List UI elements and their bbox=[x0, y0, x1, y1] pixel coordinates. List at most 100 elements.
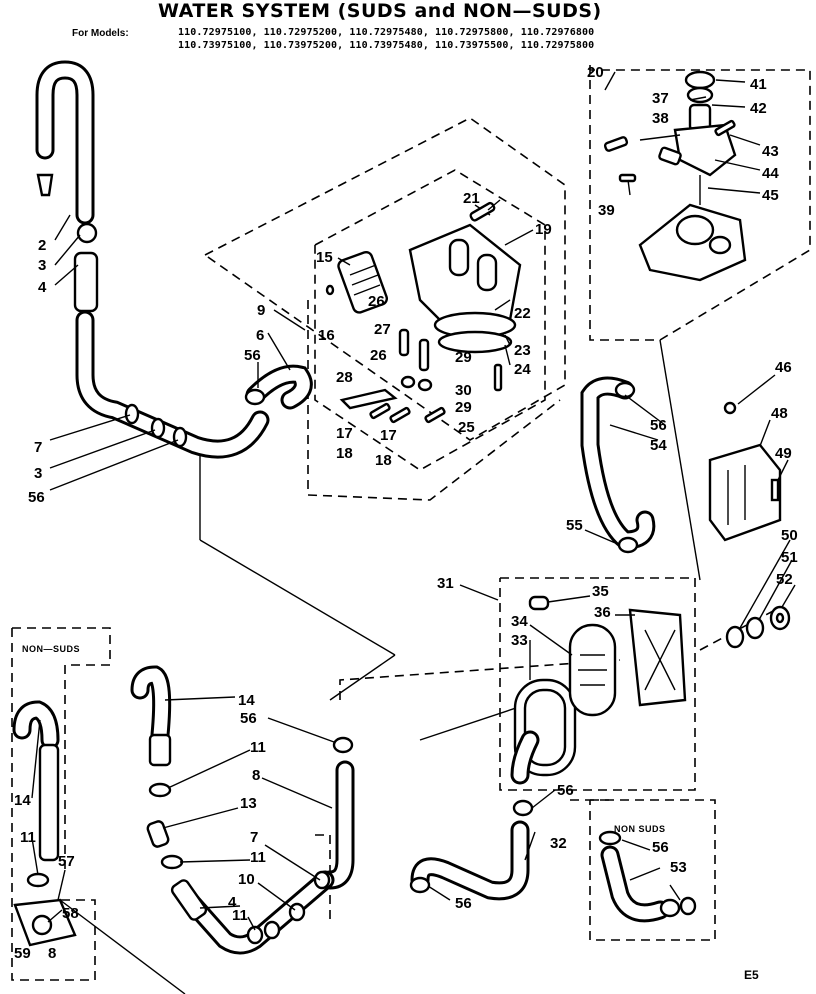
filter-assembly-outline bbox=[499, 577, 696, 791]
part-label: 56 bbox=[28, 489, 45, 506]
part-label: 39 bbox=[598, 202, 615, 219]
diagram-title: WATER SYSTEM (SUDS and NON—SUDS) bbox=[158, 0, 602, 22]
pump-gasket bbox=[437, 330, 513, 354]
part-label: 58 bbox=[62, 905, 79, 922]
part-label: 34 bbox=[511, 613, 528, 630]
part-label: 36 bbox=[594, 604, 611, 621]
valve-cap bbox=[684, 70, 716, 90]
part-label: 7 bbox=[250, 829, 258, 846]
part-label: 4 bbox=[228, 894, 237, 911]
part-label: 50 bbox=[781, 527, 798, 544]
part-label: 46 bbox=[775, 359, 792, 376]
part-label: 19 bbox=[535, 221, 552, 238]
part-label: 43 bbox=[762, 143, 779, 160]
non-suds-left-outline bbox=[12, 627, 111, 875]
drain-hose bbox=[580, 376, 656, 554]
pump-inlet-port bbox=[448, 238, 470, 277]
pump-bracket bbox=[339, 388, 398, 410]
part-label: 16 bbox=[318, 327, 335, 344]
part-label: 24 bbox=[514, 361, 531, 378]
part-label: 7 bbox=[34, 439, 42, 456]
lower-hose-4 bbox=[170, 870, 335, 955]
pump-inner-outline bbox=[314, 169, 546, 471]
part-label: 52 bbox=[776, 571, 793, 588]
models-list-line-1: 110.72975100, 110.72975200, 110.72975480… bbox=[178, 27, 595, 38]
part-label: 17 bbox=[336, 425, 353, 442]
part-label: 3 bbox=[34, 465, 42, 482]
valve-body bbox=[673, 123, 737, 177]
part-label: 51 bbox=[781, 549, 798, 566]
pump-outlet-port bbox=[476, 253, 498, 292]
part-label: 6 bbox=[256, 327, 264, 344]
lower-hose-32 bbox=[409, 799, 534, 901]
part-label: 14 bbox=[238, 692, 255, 709]
part-label: 56 bbox=[557, 782, 574, 799]
part-label: 35 bbox=[592, 583, 609, 600]
part-label: 29 bbox=[455, 399, 472, 416]
non-suds-left-lower-outline bbox=[11, 628, 96, 981]
part-label: 8 bbox=[252, 767, 260, 784]
pump-housing-outline bbox=[204, 117, 566, 441]
part-label: 26 bbox=[368, 293, 385, 310]
models-list-line-2: 110.73975100, 110.73975200, 110.73975480… bbox=[178, 40, 595, 51]
part-labels: 2 3 4 7 3 56 9 6 56 15 16 26 27 26 28 17… bbox=[14, 64, 798, 962]
non-suds-right-outline bbox=[589, 799, 716, 941]
part-label: 44 bbox=[762, 165, 779, 182]
part-label: 56 bbox=[244, 347, 261, 364]
part-label: 22 bbox=[514, 305, 531, 322]
part-label: 57 bbox=[58, 853, 75, 870]
part-label: 14 bbox=[14, 792, 31, 809]
part-label: 32 bbox=[550, 835, 567, 852]
part-label: 18 bbox=[375, 452, 392, 469]
part-label: 26 bbox=[370, 347, 387, 364]
part-label: 42 bbox=[750, 100, 767, 117]
part-label: 48 bbox=[771, 405, 788, 422]
part-label: 25 bbox=[458, 419, 475, 436]
part-label: 11 bbox=[20, 829, 36, 846]
hose-washer bbox=[76, 222, 98, 244]
part-label: 23 bbox=[514, 342, 531, 359]
part-label: 4 bbox=[38, 279, 47, 296]
lower-hose-14 bbox=[130, 665, 184, 870]
pump-body bbox=[325, 201, 522, 424]
part-label: 30 bbox=[455, 382, 472, 399]
part-label: 18 bbox=[336, 445, 353, 462]
lower-hose-outline bbox=[315, 834, 331, 925]
part-label: 3 bbox=[38, 257, 46, 274]
part-label: 15 bbox=[316, 249, 333, 266]
part-label: 10 bbox=[238, 871, 255, 888]
part-label: 54 bbox=[650, 437, 667, 454]
elbow-hose bbox=[244, 364, 313, 410]
part-label: 55 bbox=[566, 517, 583, 534]
part-label: 20 bbox=[587, 64, 604, 81]
non-suds-label-right: NON SUDS bbox=[614, 824, 666, 834]
part-label: 41 bbox=[750, 76, 767, 93]
part-label: 59 bbox=[14, 945, 31, 962]
part-label: 29 bbox=[455, 349, 472, 366]
part-label: 11 bbox=[250, 739, 266, 756]
part-label: 27 bbox=[374, 321, 391, 338]
part-label: 56 bbox=[240, 710, 257, 727]
non-suds-label-left: NON—SUDS bbox=[22, 644, 80, 654]
filter-assembly bbox=[510, 595, 687, 785]
upper-left-hose bbox=[35, 60, 270, 459]
pump-filter bbox=[337, 250, 389, 314]
part-label: 28 bbox=[336, 369, 353, 386]
lower-hose-8 bbox=[320, 736, 355, 890]
filter-cover bbox=[628, 608, 687, 707]
page-code: E5 bbox=[744, 968, 759, 982]
part-label: 37 bbox=[652, 90, 669, 107]
part-label: 8 bbox=[48, 945, 56, 962]
part-label: 45 bbox=[762, 187, 779, 204]
part-label: 31 bbox=[437, 575, 454, 592]
part-label: 11 bbox=[232, 907, 248, 924]
hose-clip bbox=[36, 173, 54, 197]
non-suds-right-hose bbox=[598, 830, 697, 923]
part-label: 17 bbox=[380, 427, 397, 444]
part-label: 33 bbox=[511, 632, 528, 649]
part-label: 21 bbox=[463, 190, 480, 207]
part-label: 49 bbox=[775, 445, 792, 462]
part-label: 38 bbox=[652, 110, 669, 127]
part-label: 56 bbox=[455, 895, 472, 912]
